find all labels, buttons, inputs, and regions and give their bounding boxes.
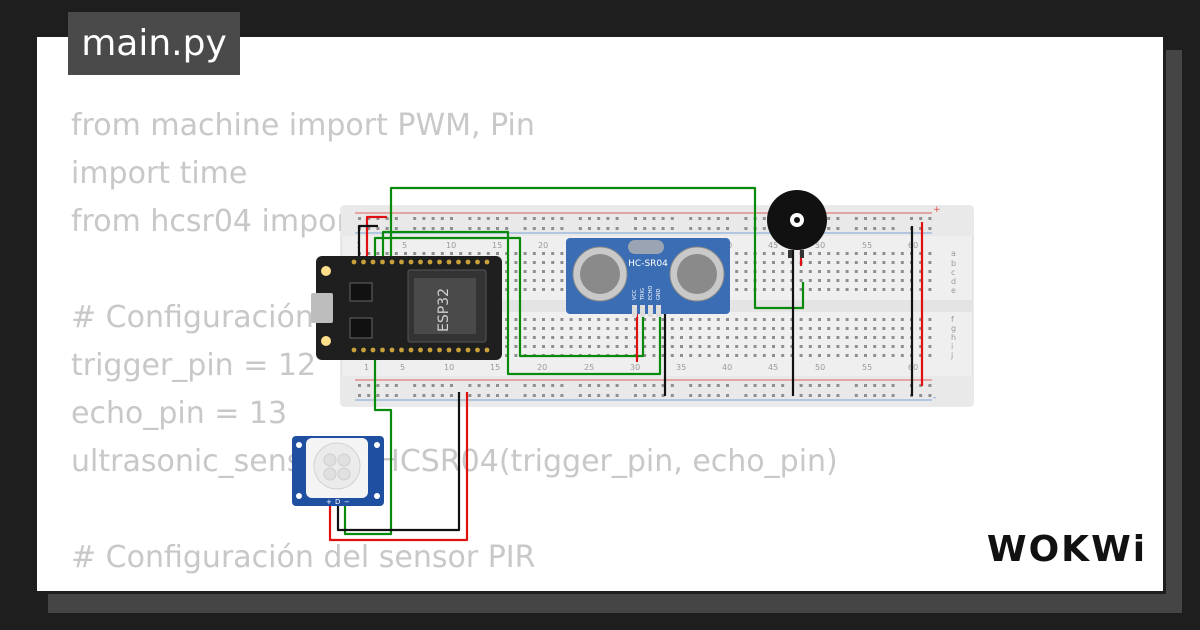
row-letter: i [951, 342, 953, 351]
column-number: 20 [538, 241, 548, 250]
code-line: # Configuración del sensor PIR [71, 540, 536, 575]
column-number: 20 [537, 363, 547, 372]
ultrasonic-pin-label: GND [656, 288, 662, 300]
row-letter: b [951, 259, 956, 268]
code-line: trigger_pin = 12 [71, 348, 317, 383]
column-number: 10 [446, 241, 456, 250]
code-line: import time [71, 156, 248, 191]
rail-minus-label: - [933, 393, 936, 403]
column-number: 40 [722, 363, 732, 372]
breadboard-bottom-numbers: 1 5 10 15 20 25 30 35 40 45 50 55 60 [364, 363, 918, 372]
rail-plus-label: + [933, 205, 941, 215]
pir-pin-label: + [326, 498, 332, 506]
row-letter: f [951, 315, 954, 324]
wire-green [343, 356, 393, 536]
ultrasonic-pin-label: ECHO [648, 286, 654, 300]
wokwi-logo-text: WOKWi [987, 529, 1147, 570]
pir-pin-label: − [344, 498, 350, 506]
code-line: pir_pin = 15 [71, 582, 838, 591]
wire-green [381, 230, 662, 376]
wire-red [365, 215, 387, 260]
ultrasonic-label: HC-SR04 [628, 259, 668, 269]
column-number: 55 [862, 363, 872, 372]
column-number: 45 [768, 363, 778, 372]
wire-black [357, 224, 378, 260]
code-line: echo_pin = 13 [71, 396, 288, 431]
esp32-chip-label: ESP32 [436, 288, 452, 332]
pir-sensor[interactable]: + D − [292, 436, 384, 506]
row-letter: a [951, 249, 956, 258]
column-number: 55 [862, 241, 872, 250]
column-number: 25 [584, 363, 594, 372]
column-number: 5 [402, 241, 407, 250]
wire-green [373, 236, 645, 358]
column-number: 1 [364, 363, 369, 372]
breadboard-row-letters: a b c d e f g h i j [950, 249, 956, 360]
column-number: 15 [490, 363, 500, 372]
column-number: 10 [444, 363, 454, 372]
wire-green [389, 186, 805, 310]
esp32-pins [351, 259, 490, 353]
wire-black [336, 392, 461, 532]
ultrasonic-pin-label: TRIG [640, 288, 646, 301]
row-letter: c [951, 268, 955, 277]
code-line: ultrasonic_sensor = HCSR04(trigger_pin, … [71, 444, 838, 479]
row-letter: j [950, 351, 953, 360]
row-letter: h [951, 333, 956, 342]
row-letter: g [951, 324, 956, 333]
column-number: 35 [676, 363, 686, 372]
column-number: 50 [815, 363, 825, 372]
column-number: 5 [400, 363, 405, 372]
esp32-board[interactable]: ESP32 [311, 256, 502, 360]
wire-red [328, 392, 469, 542]
buzzer[interactable] [767, 190, 827, 258]
row-letter: e [951, 286, 956, 295]
column-number: 30 [630, 363, 640, 372]
wokwi-logo-mark: WOKWi [987, 529, 1147, 570]
pir-pin-label: D [335, 498, 340, 506]
column-number: 50 [815, 241, 825, 250]
ultrasonic-pin-label: VCC [632, 289, 638, 300]
code-line: from machine import PWM, Pin [71, 108, 535, 143]
file-tab[interactable]: main.py [68, 12, 240, 75]
column-number: 45 [768, 241, 778, 250]
ultrasonic-sensor[interactable]: HC-SR04 VCC TRIG ECHO GND [566, 238, 730, 317]
column-number: 15 [492, 241, 502, 250]
wokwi-logo: WOKWi [985, 527, 1150, 575]
row-letter: d [951, 277, 956, 286]
